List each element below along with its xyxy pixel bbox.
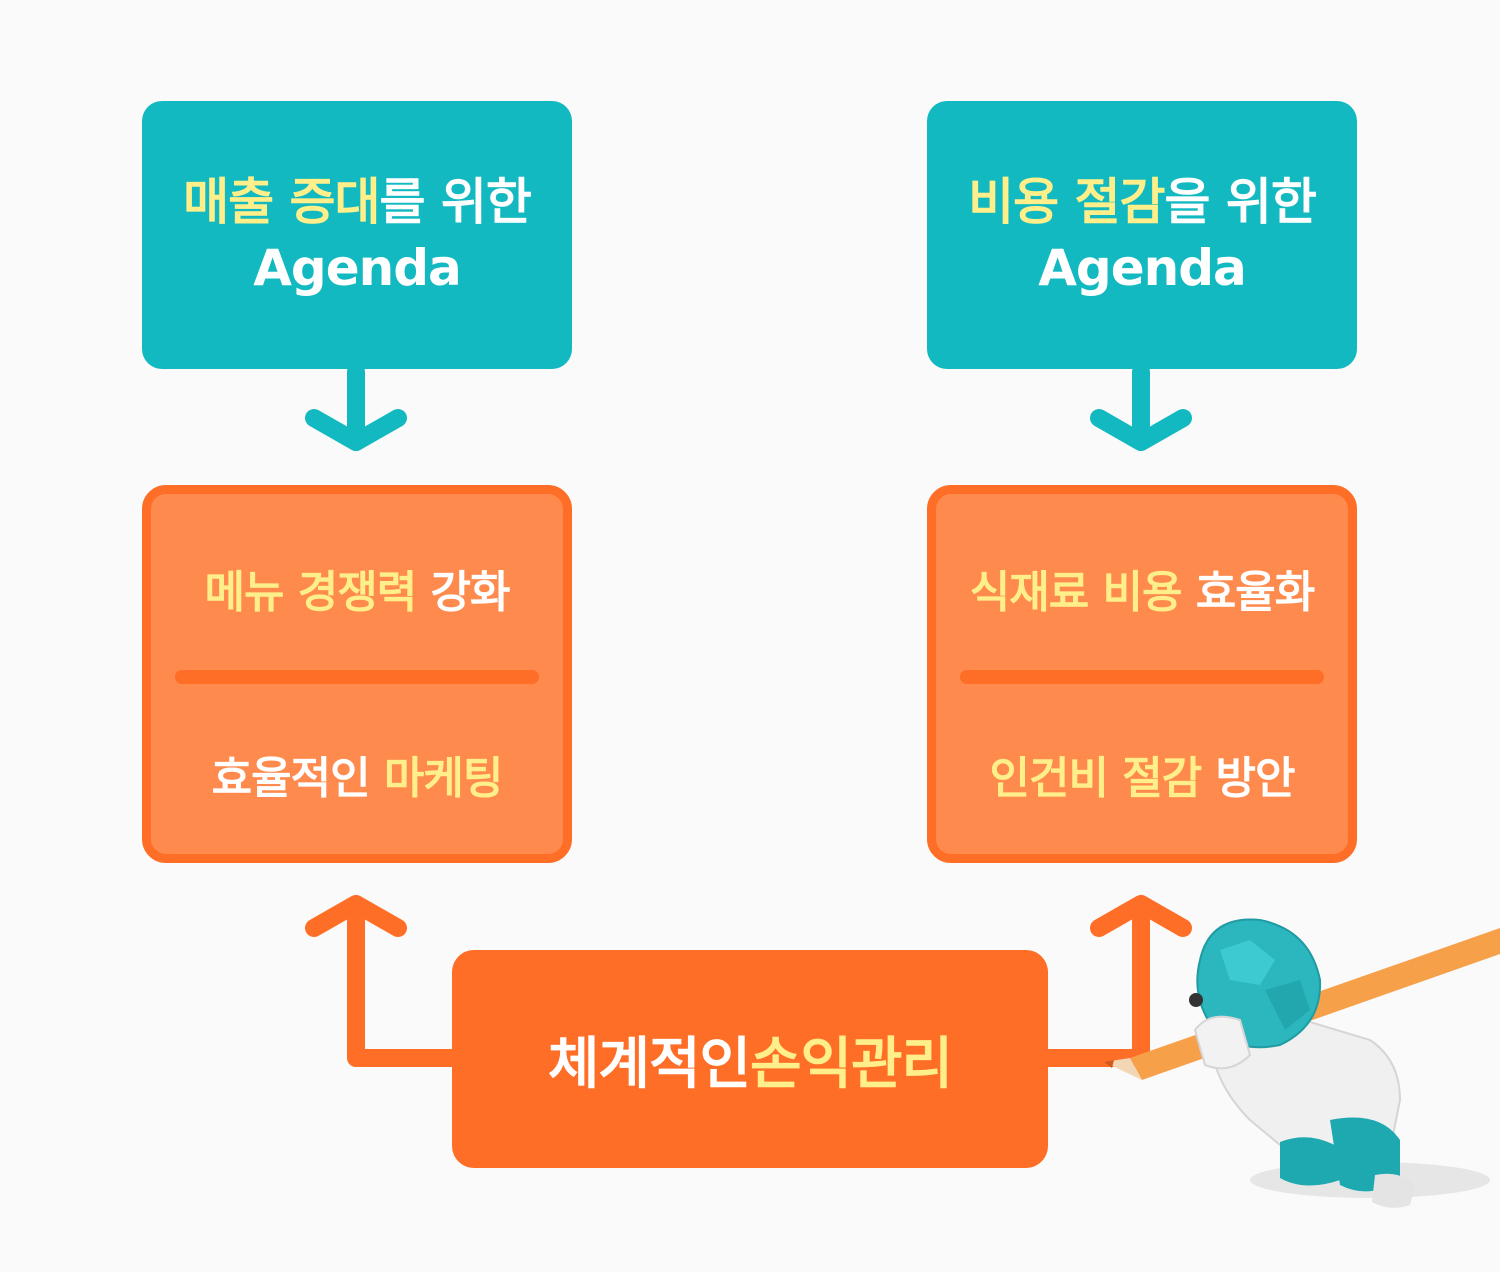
agenda-cost-highlight: 비용 절감 xyxy=(968,173,1165,231)
strategy-item-labor: 인건비 절감 방안 xyxy=(936,742,1348,806)
strategy-ingredients-highlight: 식재료 비용 xyxy=(969,567,1183,618)
agenda-cost-rest: 을 위한 xyxy=(1164,173,1317,231)
mascot-nose xyxy=(1189,993,1203,1007)
down-arrow-left xyxy=(305,363,407,451)
mascot-head-facet-2 xyxy=(1265,980,1310,1030)
agenda-cost-title: 비용 절감을 위한 xyxy=(968,169,1317,235)
strategy-divider-left xyxy=(175,670,539,684)
core-box-pnl: 체계적인 손익관리 xyxy=(452,950,1048,1168)
down-arrow-right xyxy=(1090,363,1192,451)
strategy-item-menu: 메뉴 경쟁력 강화 xyxy=(151,556,563,620)
strategy-marketing-highlight: 마케팅 xyxy=(383,753,503,804)
strategy-menu-rest: 강화 xyxy=(416,567,511,618)
agenda-revenue-title: 매출 증대를 위한 xyxy=(183,169,532,235)
agenda-box-cost: 비용 절감을 위한 Agenda xyxy=(927,101,1357,369)
agenda-revenue-subtitle: Agenda xyxy=(253,239,462,297)
strategy-labor-rest: 방안 xyxy=(1201,753,1296,804)
strategy-labor-highlight: 인건비 절감 xyxy=(989,753,1203,804)
strategy-item-marketing: 효율적인 마케팅 xyxy=(151,742,563,806)
agenda-box-revenue: 매출 증대를 위한 Agenda xyxy=(142,101,572,369)
strategy-divider-right xyxy=(960,670,1324,684)
strategy-box-cost: 식재료 비용 효율화 인건비 절감 방안 xyxy=(927,485,1357,863)
mascot-paw xyxy=(1372,1173,1415,1208)
strategy-menu-highlight: 메뉴 경쟁력 xyxy=(204,567,418,618)
mascot-arm xyxy=(1193,1015,1252,1070)
core-text-highlight: 손익관리 xyxy=(750,1031,953,1097)
up-arrow-left xyxy=(305,895,465,1067)
core-text-rest: 체계적인 xyxy=(547,1031,751,1097)
strategy-box-revenue: 메뉴 경쟁력 강화 효율적인 마케팅 xyxy=(142,485,572,863)
agenda-revenue-rest: 를 위한 xyxy=(379,173,532,231)
strategy-ingredients-rest: 효율화 xyxy=(1181,567,1315,618)
strategy-marketing-rest: 효율적인 xyxy=(211,753,384,804)
agenda-revenue-highlight: 매출 증대 xyxy=(183,173,380,231)
strategy-item-ingredients: 식재료 비용 효율화 xyxy=(936,556,1348,620)
mascot-leg xyxy=(1330,1117,1400,1192)
mascot-head-facet xyxy=(1220,940,1275,985)
mascot-foot xyxy=(1280,1137,1340,1186)
agenda-cost-subtitle: Agenda xyxy=(1038,239,1247,297)
mascot-pencil-illustration xyxy=(1104,918,1500,1208)
